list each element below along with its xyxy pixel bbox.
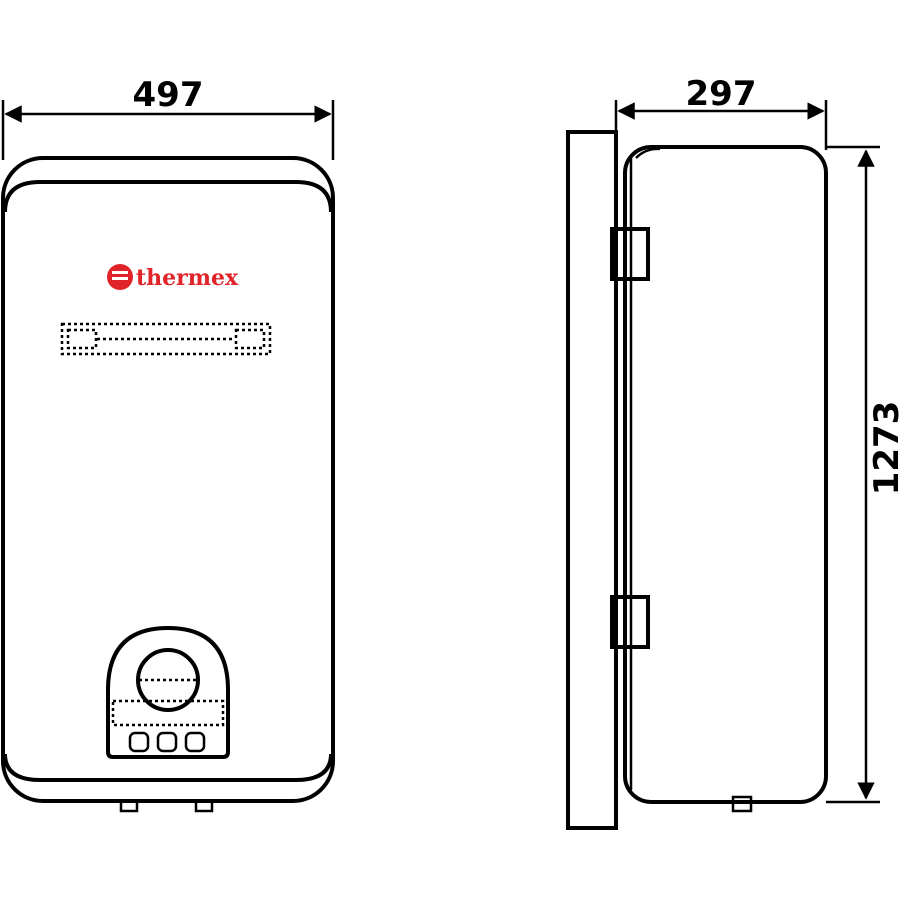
control-display <box>111 699 225 727</box>
side-view: 297 1273 <box>566 74 900 830</box>
tank-side-outline <box>623 145 828 804</box>
height-dimension-label: 1273 <box>867 401 900 496</box>
mounting-bracket-bottom <box>610 595 650 649</box>
mounting-bracket-top <box>610 227 650 281</box>
depth-dimension-label: 297 <box>686 74 757 114</box>
side-pipe-stub <box>731 795 753 813</box>
front-view: 497 thermex <box>1 75 335 813</box>
indicator-strip <box>60 322 272 356</box>
wall-section <box>566 130 618 830</box>
front-body-outline <box>1 156 335 803</box>
width-dimension-label: 497 <box>133 75 204 115</box>
control-button-2 <box>156 731 178 753</box>
front-bottom-ridge <box>3 753 333 782</box>
front-top-ridge <box>3 180 333 213</box>
front-pipe-stub-left <box>119 799 139 813</box>
control-button-3 <box>184 731 206 753</box>
control-panel <box>106 625 230 759</box>
temperature-dial-icon <box>136 648 200 712</box>
thermex-logo: thermex <box>107 264 239 291</box>
control-panel-outline <box>106 625 230 759</box>
brand-name: thermex <box>136 265 239 291</box>
front-pipe-stub-right <box>194 799 214 813</box>
control-button-1 <box>128 731 150 753</box>
